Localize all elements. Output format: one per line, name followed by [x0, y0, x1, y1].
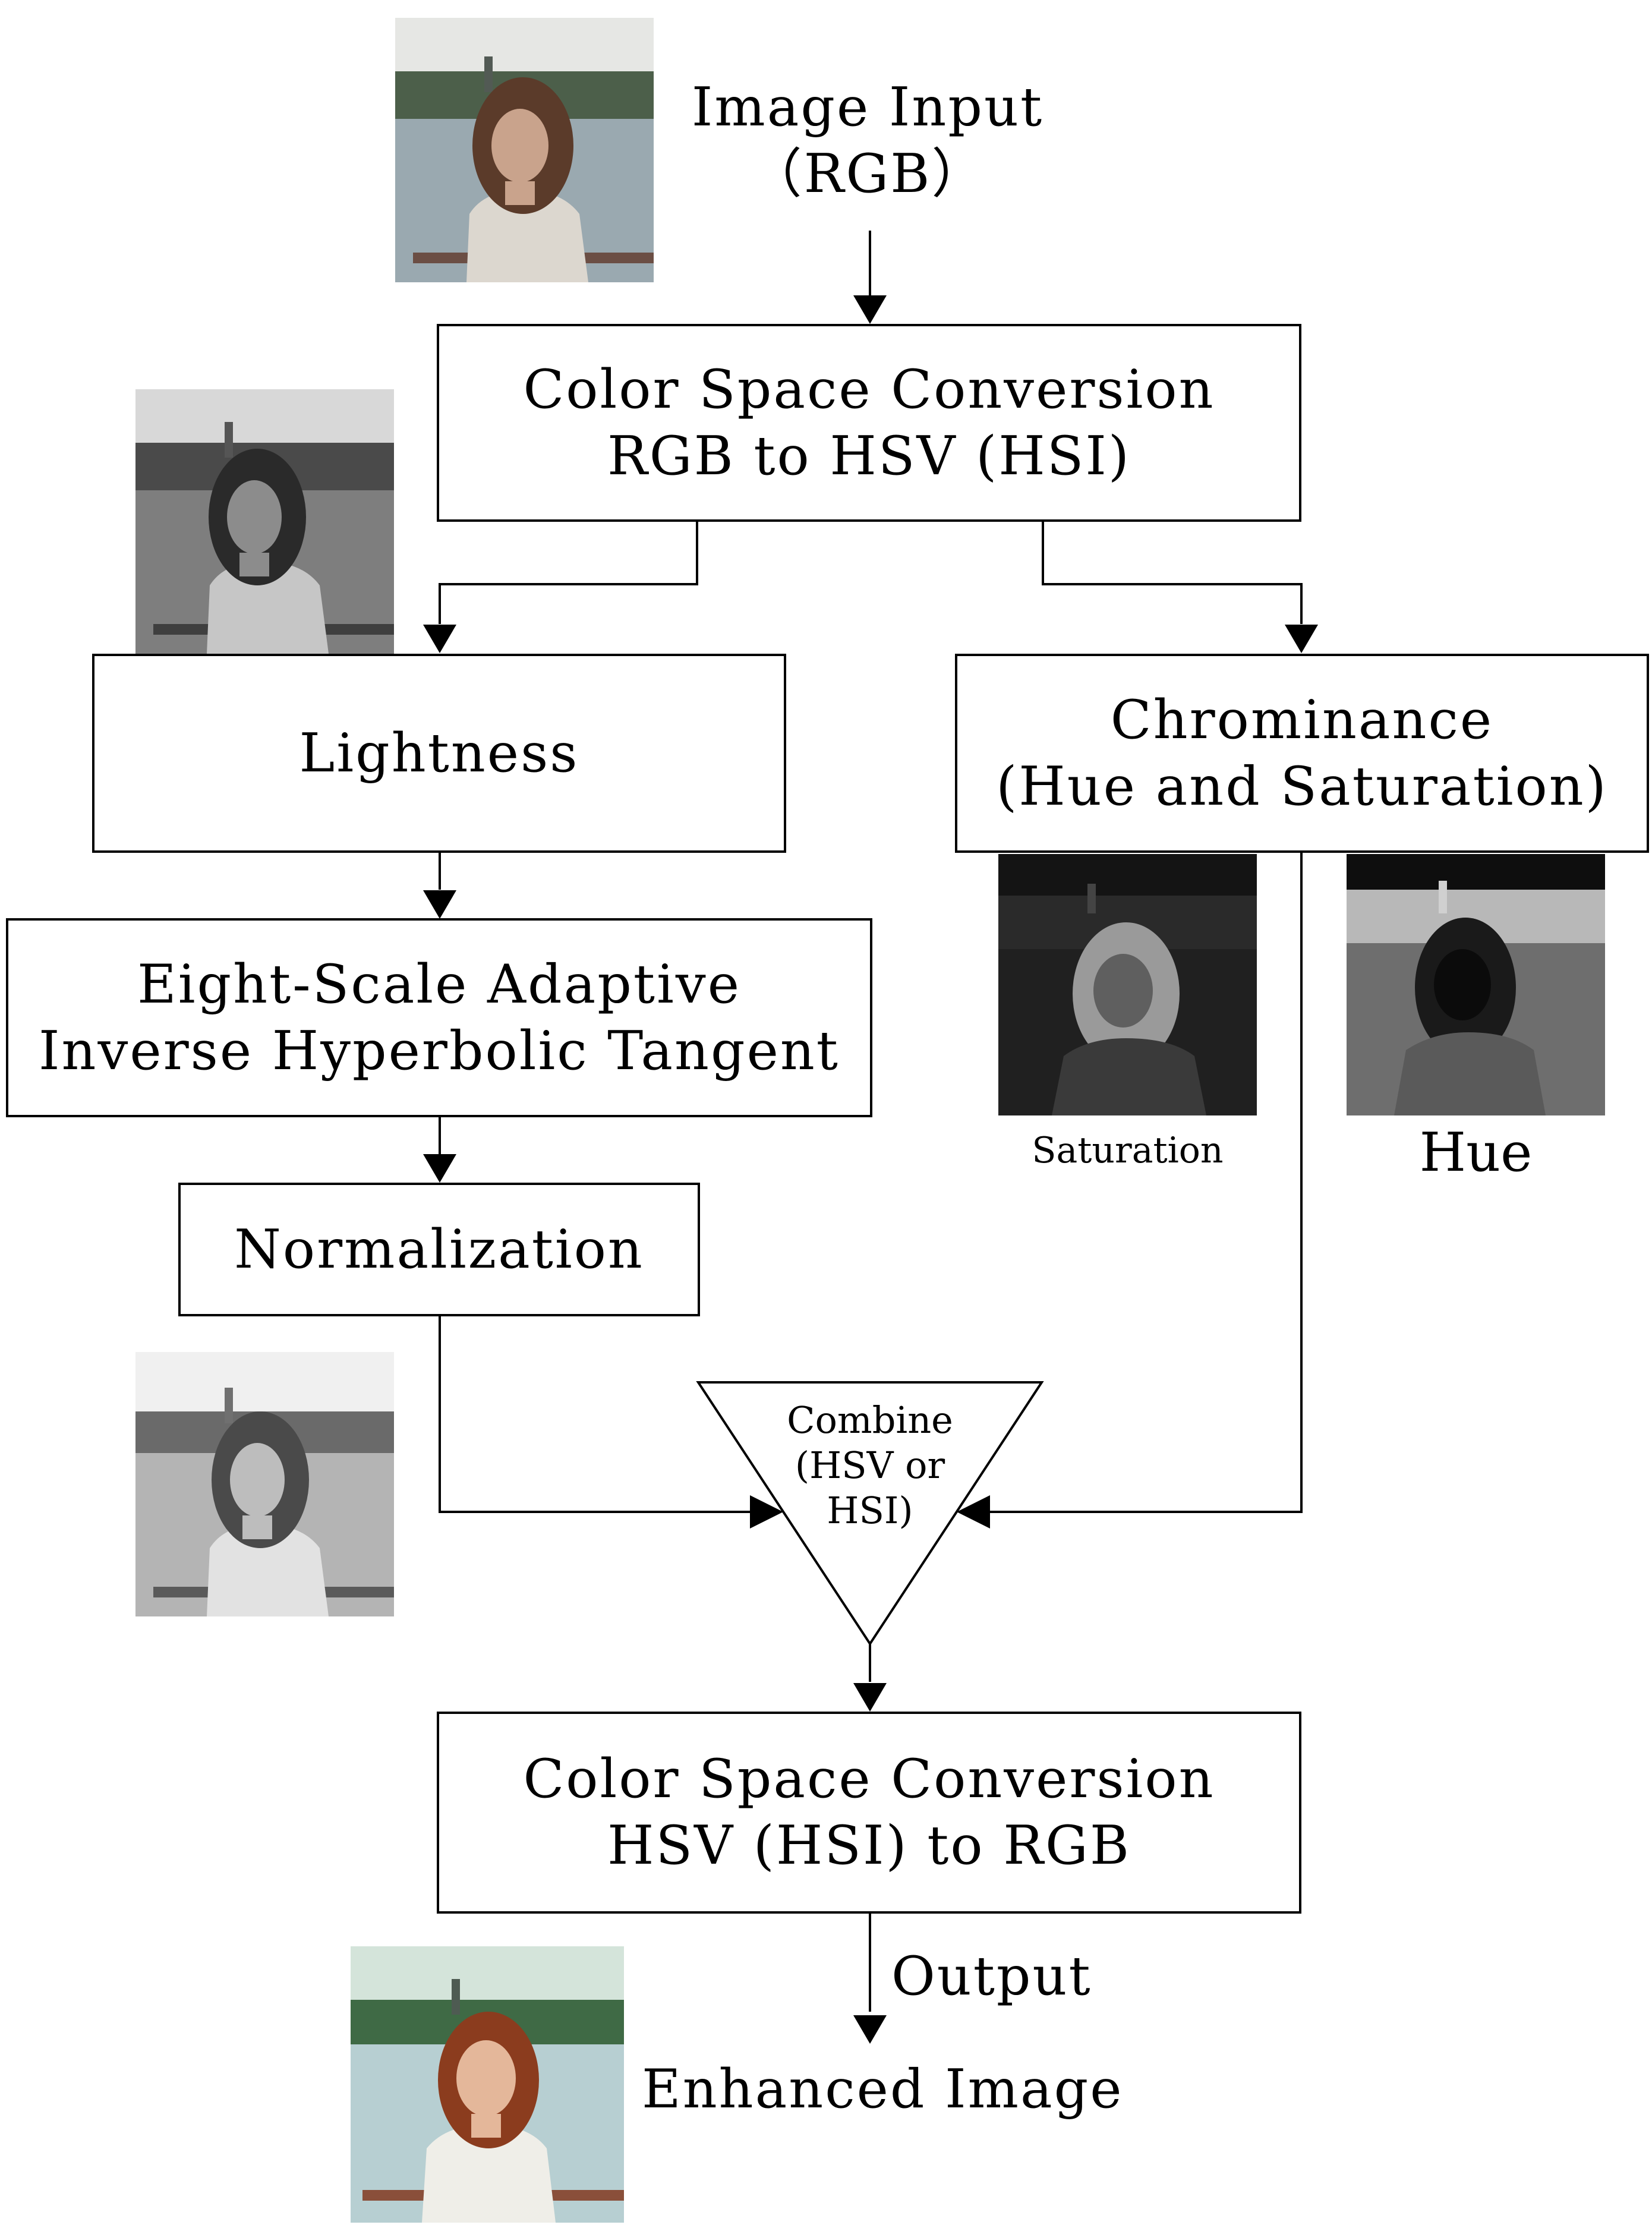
- adaptive-tangent-box: Eight-Scale Adaptive Inverse Hyperbolic …: [6, 918, 872, 1117]
- arrowhead-lightness: [423, 625, 456, 653]
- photo-lightness-icon: [135, 389, 394, 654]
- normalization-label: Normalization: [234, 1218, 644, 1281]
- conversion-hsv-line-1: Color Space Conversion: [523, 1748, 1215, 1810]
- combine-line-2: (HSV or: [795, 1444, 945, 1487]
- arrowhead-conversion-2: [853, 1683, 887, 1712]
- combine-triangle: [696, 1381, 1044, 1646]
- normalization-box: Normalization: [178, 1183, 700, 1316]
- arrowhead-output: [853, 2015, 887, 2044]
- photo-input-icon: [395, 18, 654, 282]
- arrowhead-combine-right: [957, 1495, 990, 1529]
- conversion-rgb-line-2: RGB to HSV (HSI): [607, 424, 1131, 487]
- conversion-rgb-line-1: Color Space Conversion: [523, 358, 1215, 421]
- photo-saturation-icon: [998, 854, 1257, 1115]
- saturation-caption: Saturation: [1032, 1130, 1224, 1171]
- combine-label: Combine (HSV or HSI): [751, 1398, 989, 1533]
- arrowhead-conversion-1: [853, 295, 887, 324]
- adaptive-tangent-line-1: Eight-Scale Adaptive: [137, 953, 741, 1016]
- chrominance-box: Chrominance (Hue and Saturation): [955, 654, 1649, 853]
- photo-hue-icon: [1347, 854, 1605, 1115]
- arrow-normalization-to-combine: [439, 1315, 752, 1513]
- photo-normalized-icon: [135, 1352, 394, 1616]
- arrowhead-combine-left: [750, 1495, 783, 1529]
- chrominance-line-2: (Hue and Saturation): [996, 755, 1608, 818]
- lightness-box: Lightness: [92, 654, 786, 853]
- arrowhead-tangent: [423, 890, 456, 919]
- arrow-conversion-to-lightness: [439, 520, 698, 624]
- combine-line-3: HSI): [827, 1489, 913, 1532]
- photo-enhanced-icon: [351, 1946, 624, 2223]
- hue-caption: Hue: [1419, 1121, 1533, 1184]
- adaptive-tangent-line-2: Inverse Hyperbolic Tangent: [39, 1019, 840, 1082]
- image-input-line-1: Image Input: [691, 76, 1044, 138]
- image-input-label: Image Input （RGB）: [642, 74, 1093, 207]
- chrominance-line-1: Chrominance: [1110, 688, 1494, 751]
- image-input-line-2: （RGB）: [748, 143, 987, 205]
- output-label: Output: [891, 1945, 1092, 2008]
- conversion-hsv-to-rgb-box: Color Space Conversion HSV (HSI) to RGB: [437, 1712, 1301, 1914]
- arrow-chrominance-to-combine: [989, 852, 1303, 1513]
- lightness-label: Lightness: [299, 721, 579, 784]
- arrow-conversion-to-chrominance: [1042, 520, 1303, 624]
- arrowhead-normalization: [423, 1154, 456, 1183]
- enhanced-image-label: Enhanced Image: [642, 2058, 1124, 2120]
- arrowhead-chrominance: [1285, 625, 1318, 653]
- combine-line-1: Combine: [787, 1398, 953, 1442]
- conversion-hsv-line-2: HSV (HSI) to RGB: [607, 1814, 1131, 1877]
- conversion-rgb-to-hsv-box: Color Space Conversion RGB to HSV (HSI): [437, 324, 1301, 522]
